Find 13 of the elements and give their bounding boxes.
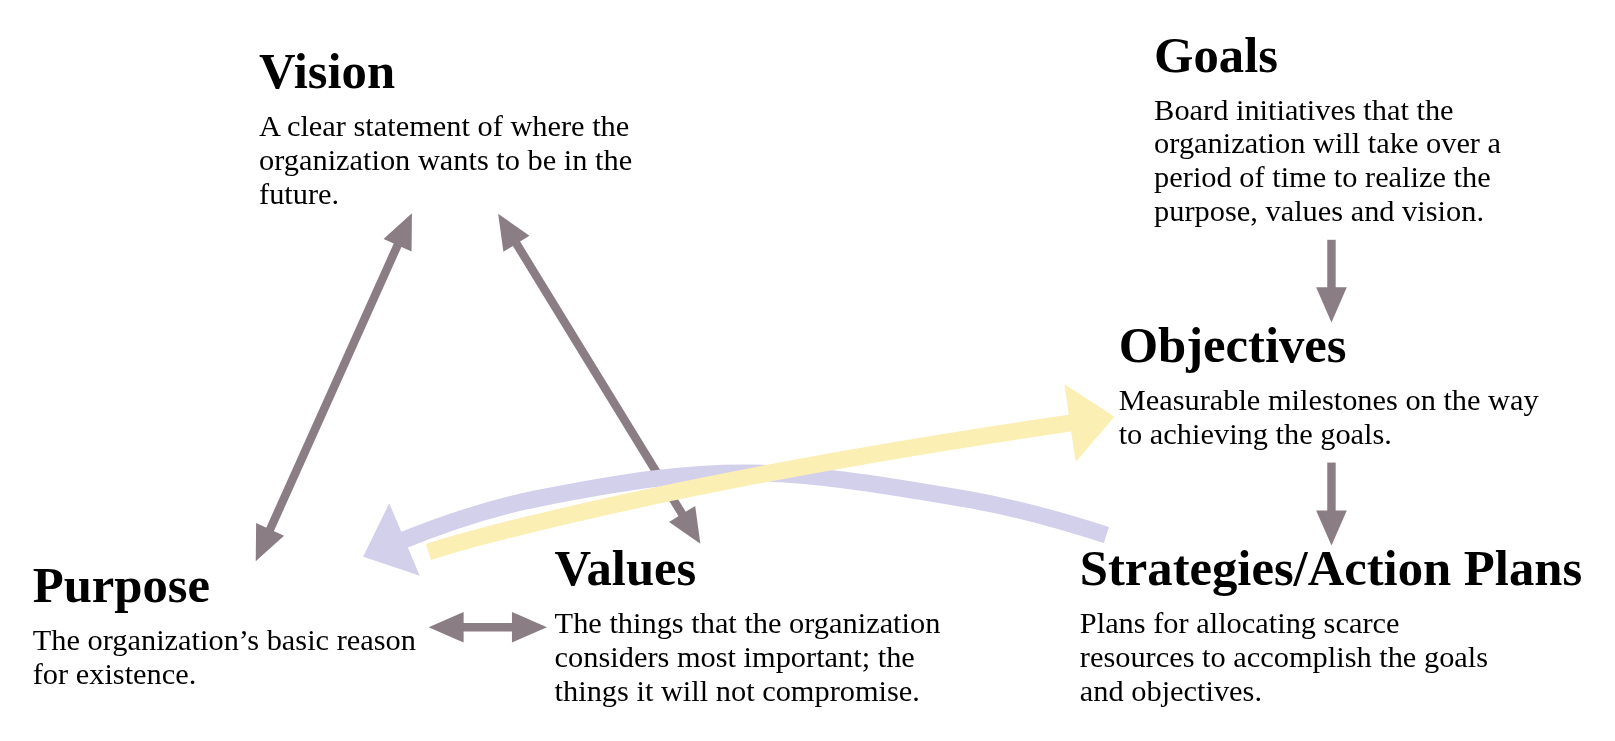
arrow <box>428 611 547 643</box>
arrow <box>363 464 1109 576</box>
arrow <box>498 213 701 544</box>
arrow <box>255 213 412 562</box>
arrow <box>1316 462 1347 546</box>
node-text: Strategies/Action Plans Plans for allocating scarce resources to accomplish the goals and objectives. <box>1079 539 1583 708</box>
node-text: Vision A clear statement of where the organization wants to be in the future. <box>259 43 633 211</box>
node-text: Values The things that the organization considers most important; the things it will not compromise. <box>554 539 941 708</box>
node-text: Purpose The organization’s basic reason for existence. <box>32 556 416 691</box>
arrow <box>425 384 1115 561</box>
node-text: Goals Board initiatives that the organization will take over a period of time to realize the purpose, values and vision. <box>1154 26 1502 228</box>
arrow <box>1316 239 1347 323</box>
node-text: Objectives Measurable milestones on the way to achieving the goals. <box>1118 317 1539 451</box>
